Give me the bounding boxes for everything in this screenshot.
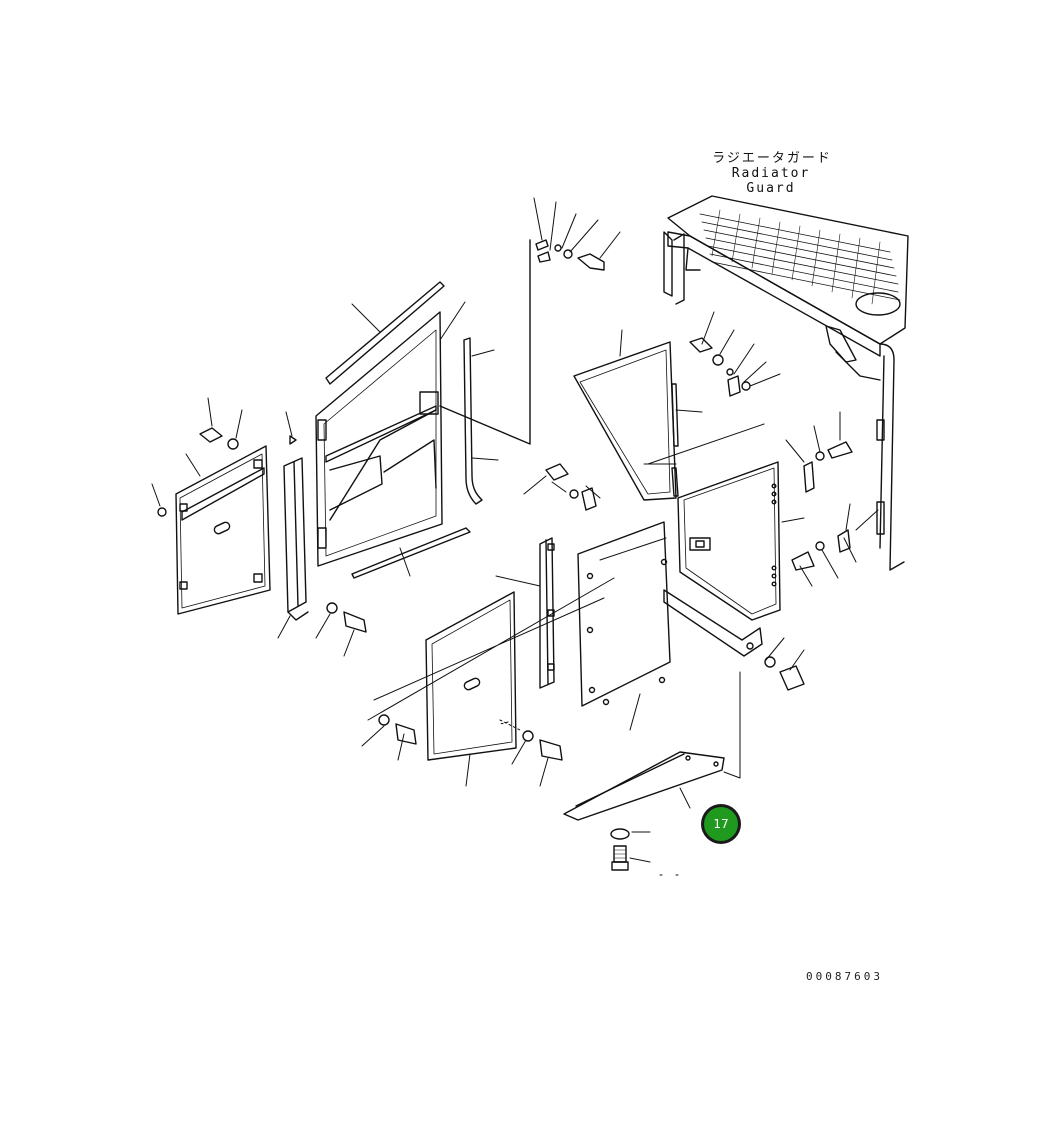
- gasket-frame: [573, 337, 751, 501]
- callout-17-marker[interactable]: 17: [701, 804, 741, 844]
- bottom-bracket-rail: [663, 589, 805, 691]
- radiator-guard-assembly: [663, 195, 909, 571]
- hinge-fastener-set: [439, 239, 605, 445]
- right-door-panel: [545, 441, 853, 621]
- leader-lines: [151, 197, 879, 876]
- support-stay: [563, 751, 725, 871]
- left-cover-panel: [157, 427, 297, 615]
- title-english: Radiator Guard: [731, 166, 811, 196]
- center-cover-plate: [577, 521, 671, 707]
- main-frame: [315, 281, 483, 579]
- callout-label[interactable]: 17: [704, 807, 738, 841]
- lower-door-panel: [378, 591, 563, 761]
- title-japanese: ラジエータガード: [712, 151, 832, 166]
- channel-bracket: [539, 537, 555, 689]
- document-number: 00087603: [806, 970, 883, 983]
- vertical-post: [283, 457, 367, 633]
